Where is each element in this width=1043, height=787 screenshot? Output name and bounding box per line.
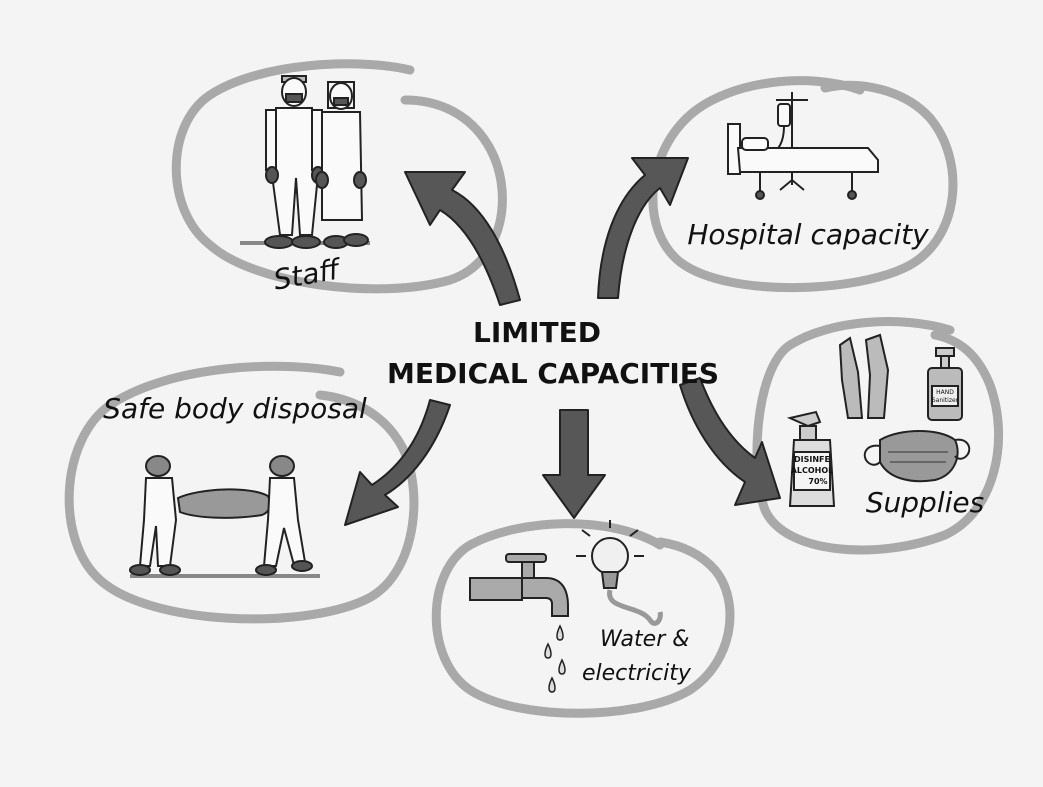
- arrow-to-disposal: [344, 399, 451, 526]
- supplies-label: Supplies: [866, 486, 984, 519]
- supplies-ring: [752, 317, 1004, 555]
- arrows: [344, 157, 781, 526]
- face-mask-icon: [863, 430, 971, 483]
- arrow-to-hospital: [597, 157, 689, 299]
- disposal-ring: [64, 361, 419, 624]
- hospital-bed-icon: [727, 92, 879, 200]
- body-bag-icon: [129, 455, 320, 578]
- spray-label-line1: DISINFE: [794, 455, 830, 464]
- title-line-2: MEDICAL CAPACITIES: [387, 357, 719, 390]
- sanitizer-label-line2: Sanitizer: [932, 397, 959, 404]
- ppe-staff-icon: [240, 75, 370, 249]
- tap-icon: [469, 553, 569, 617]
- title-line-1: LIMITED: [473, 316, 601, 349]
- arrow-to-staff: [404, 171, 521, 306]
- water-label-line1: Water &: [600, 627, 689, 652]
- hospital-label: Hospital capacity: [687, 218, 929, 251]
- water-drops: [544, 624, 566, 693]
- staff-ring: [171, 59, 507, 294]
- water-ring: [431, 519, 735, 718]
- sanitizer-icon: [927, 347, 963, 421]
- rings: [64, 59, 1004, 718]
- arrow-to-supplies: [679, 377, 781, 506]
- spray-label-line3: 70%: [808, 477, 827, 486]
- light-bulb-icon: [576, 520, 663, 626]
- spray-bottle-icon: [786, 410, 836, 507]
- spray-label-line2: ALCOHOL: [791, 466, 834, 475]
- water-label-line2: electricity: [582, 661, 692, 686]
- arrow-to-water: [542, 409, 606, 519]
- disposal-label: Safe body disposal: [103, 392, 367, 425]
- sanitizer-label-line1: HAND: [936, 389, 954, 396]
- hospital-ring: [648, 76, 958, 293]
- gloves-icon: [838, 333, 890, 419]
